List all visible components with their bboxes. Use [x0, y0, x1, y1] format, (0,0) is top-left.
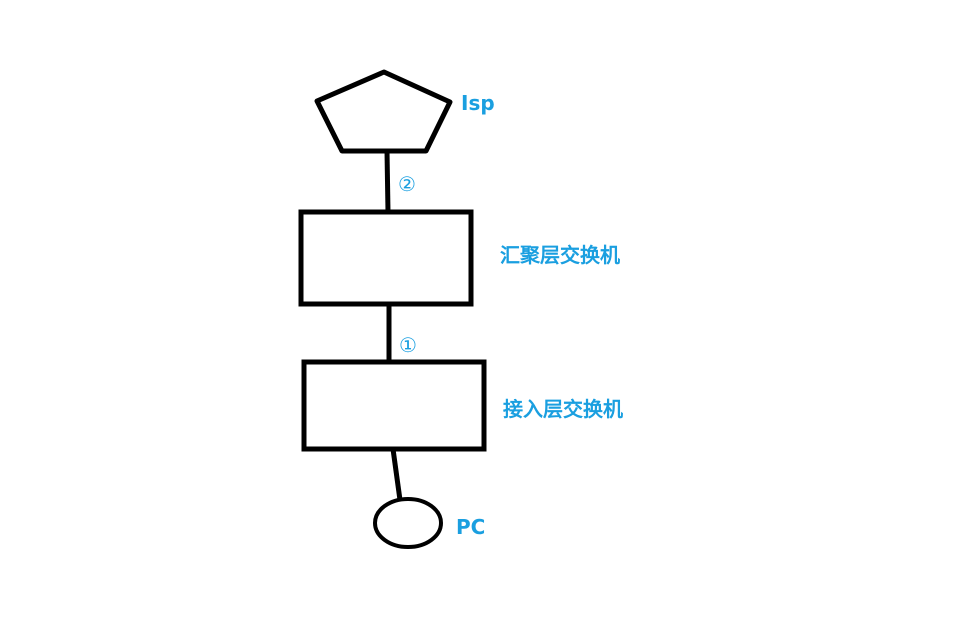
pc-node-shape: [373, 497, 443, 549]
aggregation-switch-node-shape: [298, 209, 474, 307]
aggregation-switch-label: 汇聚层交换机: [500, 243, 620, 267]
link-marker-2: ②: [398, 172, 416, 196]
isp-node-shape: [314, 69, 453, 154]
link-marker-1: ①: [399, 333, 417, 357]
link-access-pc: [390, 448, 403, 501]
access-switch-label: 接入层交换机: [503, 397, 623, 421]
access-switch-node-shape: [301, 359, 487, 452]
isp-label: Isp: [461, 91, 495, 115]
link-isp-aggregation: [384, 150, 391, 213]
pc-label: PC: [456, 515, 485, 539]
